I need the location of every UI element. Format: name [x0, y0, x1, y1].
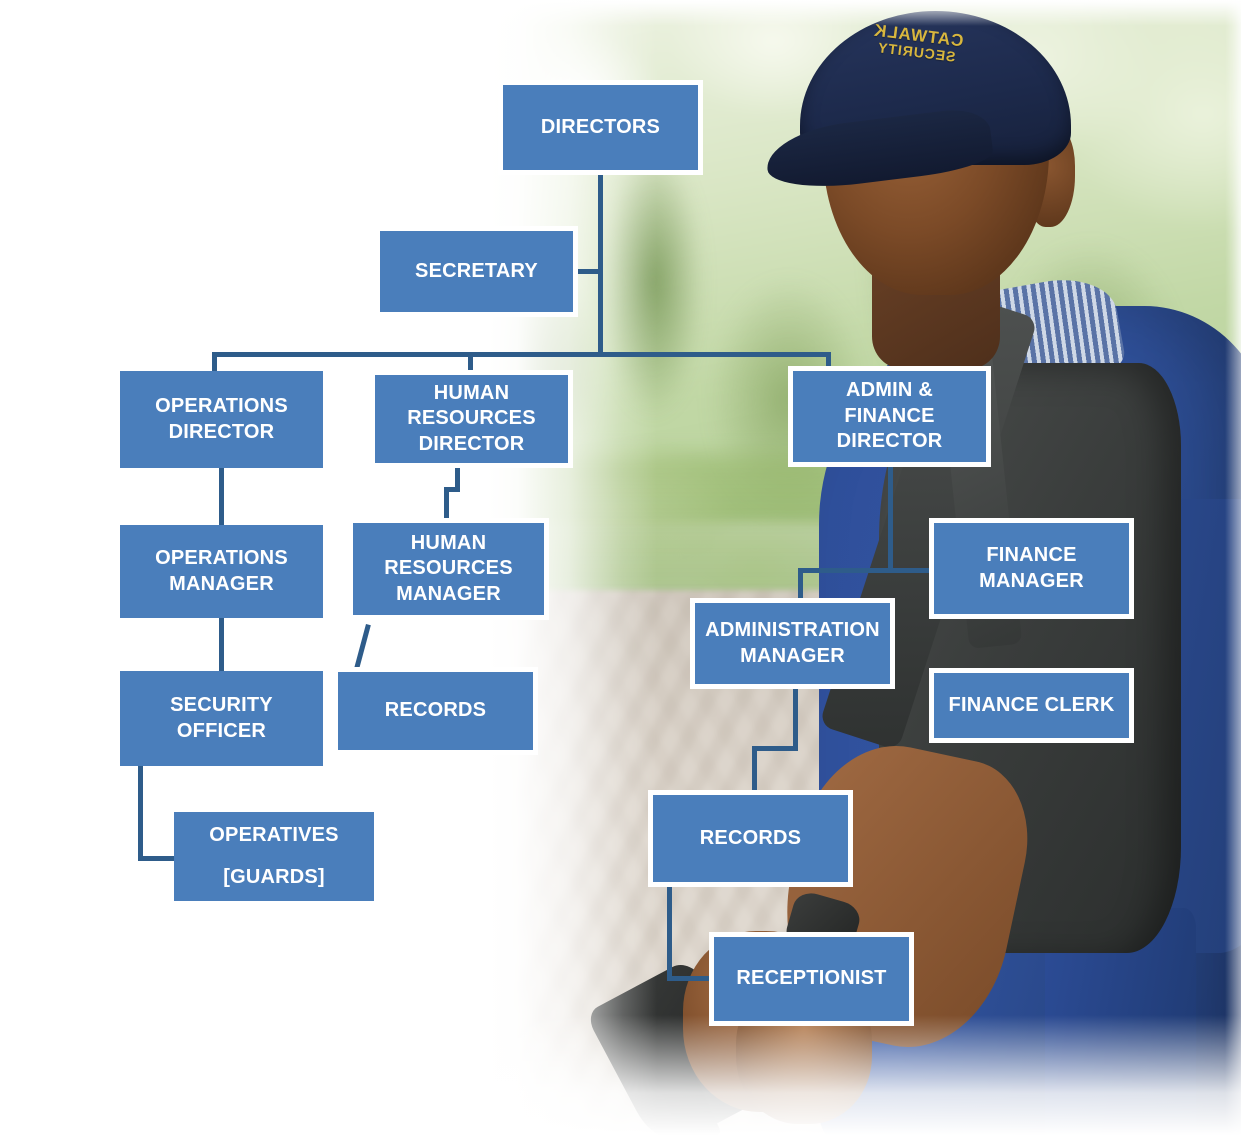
connector-drop-administration-manager — [798, 568, 803, 601]
connector-admin-finance-director-down — [888, 466, 893, 571]
connector-admin-finance-split-bar — [798, 568, 938, 573]
node-directors[interactable]: DIRECTORS — [498, 80, 703, 175]
connector-security-officer-down — [138, 765, 143, 860]
node-security-officer[interactable]: SECURITY OFFICER — [120, 671, 323, 766]
node-admin-records[interactable]: RECORDS — [648, 790, 853, 887]
connector-admin-records-to-receptionist — [667, 976, 717, 981]
connector-level2-bar — [212, 352, 831, 357]
connector-administration-manager-elbow — [752, 746, 798, 751]
node-finance-manager[interactable]: FINANCE MANAGER — [929, 518, 1134, 619]
connector-drop-operations-director — [212, 352, 217, 376]
node-operations-manager[interactable]: OPERATIONS MANAGER — [120, 525, 323, 618]
security-guard-photo: CATWALK SECURITY — [487, 0, 1241, 1135]
connector-hr-elbow-to-manager — [444, 487, 449, 520]
photo-scene: CATWALK SECURITY — [487, 0, 1241, 1135]
photo-fade-bottom — [487, 1015, 1241, 1135]
connector-elbow-to-admin-records — [752, 746, 757, 793]
connector-hr-director-elbow — [444, 487, 460, 492]
connector-hr-director-down — [455, 463, 460, 491]
photo-fade-right — [1225, 0, 1241, 1135]
node-hr-director[interactable]: HUMAN RESOURCES DIRECTOR — [370, 370, 573, 468]
connector-security-officer-to-operatives — [138, 856, 183, 861]
node-receptionist[interactable]: RECEPTIONIST — [709, 932, 914, 1026]
connector-secretary-stub — [573, 269, 601, 274]
connector-drop-hr-director — [468, 352, 473, 376]
connector-directors-trunk — [598, 170, 603, 355]
node-secretary[interactable]: SECRETARY — [375, 226, 578, 317]
connector-operations-manager-to-security-officer — [219, 615, 224, 673]
node-operatives-guards[interactable]: OPERATIVES [GUARDS] — [174, 812, 374, 901]
node-operations-director[interactable]: OPERATIONS DIRECTOR — [120, 371, 323, 468]
connector-operations-director-to-manager — [219, 463, 224, 527]
node-administration-manager[interactable]: ADMINISTRATION MANAGER — [690, 598, 895, 689]
connector-drop-admin-finance-director — [826, 352, 831, 376]
connector-hr-manager-to-records — [354, 624, 371, 670]
node-admin-finance-director[interactable]: ADMIN & FINANCE DIRECTOR — [788, 366, 991, 467]
connector-administration-manager-down — [793, 687, 798, 750]
node-hr-records[interactable]: RECORDS — [333, 667, 538, 755]
node-hr-manager[interactable]: HUMAN RESOURCES MANAGER — [348, 518, 549, 620]
node-finance-clerk[interactable]: FINANCE CLERK — [929, 668, 1134, 743]
connector-admin-records-down — [667, 885, 672, 980]
